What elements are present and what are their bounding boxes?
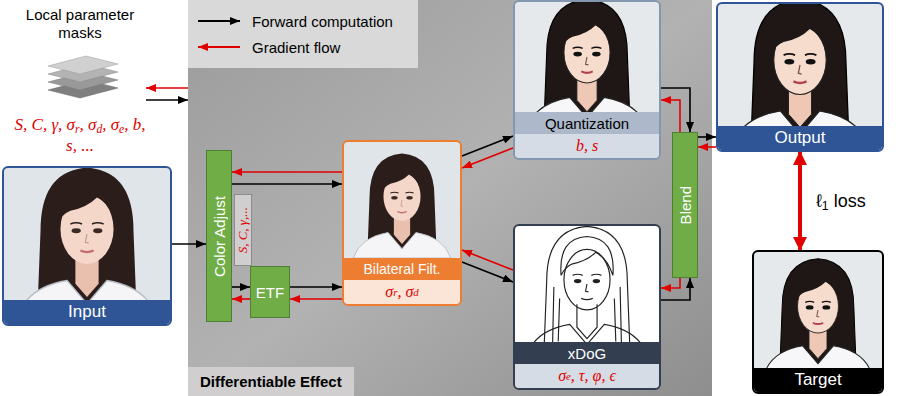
parameter-list: S, C, γ,... xyxy=(235,207,251,253)
parameter-box: S, C, γ,... xyxy=(234,194,252,266)
gradient-arrow xyxy=(462,148,513,168)
quantized-photo xyxy=(515,0,659,129)
input-photo xyxy=(4,151,170,317)
photo-area xyxy=(515,226,659,342)
output-image: Output xyxy=(716,2,884,152)
edge-label: ℓ1 loss xyxy=(814,191,868,212)
process-box: Blend xyxy=(672,132,698,278)
gradient-arrow xyxy=(290,298,342,300)
photo-area xyxy=(754,252,882,368)
forward-arrow xyxy=(462,262,513,282)
parameter-masks: Local parameter masks S, C, γ, σr, σd, σe… xyxy=(14,6,146,156)
gradient-arrow xyxy=(698,146,716,148)
mask-stack-icon xyxy=(48,56,118,98)
filter-stage: Bilateral Filt.σr, σd xyxy=(342,140,462,306)
legend-arrow xyxy=(198,20,240,22)
process-label: ETF xyxy=(256,284,284,301)
gradient-arrow xyxy=(462,250,513,270)
filter-stage: Quantizationb, s xyxy=(513,0,661,160)
gradient-arrow xyxy=(661,100,680,132)
legend-text: Gradient flow xyxy=(252,39,340,56)
panel-title: Differentiable Effect xyxy=(188,367,354,396)
legend: Forward computationGradient flow xyxy=(196,8,393,60)
masks-heading: Local parameter masks xyxy=(14,6,146,42)
forward-arrow xyxy=(290,286,342,288)
forward-arrow xyxy=(146,99,188,101)
image-label: Output xyxy=(718,126,882,150)
target-photo xyxy=(754,246,882,374)
photo-area xyxy=(515,2,659,112)
effect-panel: Differentiable Effect Color Adjust S, C, γ… xyxy=(188,0,712,396)
legend-sample xyxy=(196,41,244,53)
gradient-arrow xyxy=(661,278,680,288)
legend-text: Forward computation xyxy=(252,13,393,30)
legend-entry: Forward computation xyxy=(196,8,393,34)
legend-entry: Gradient flow xyxy=(196,34,393,60)
image-label: Target xyxy=(754,368,882,392)
process-box: Color Adjust xyxy=(206,150,232,322)
filtered-photo xyxy=(344,142,460,258)
legend-sample xyxy=(196,15,244,27)
line-drawing xyxy=(515,212,659,356)
legend-box xyxy=(188,0,418,68)
filter-stage: xDoGσe, τ, φ, ϵ xyxy=(513,224,661,390)
forward-arrow xyxy=(661,88,690,132)
stage-label: Bilateral Filt. xyxy=(344,258,460,280)
input-image: Input xyxy=(2,166,172,326)
process-label: Blend xyxy=(677,186,694,224)
process-box: ETF xyxy=(250,266,290,318)
parameter-list: σe, τ, φ, ϵ xyxy=(515,364,659,388)
forward-arrow xyxy=(232,183,342,185)
stage-label: Quantization xyxy=(515,112,659,134)
image-label: Input xyxy=(4,300,170,324)
photo-area xyxy=(344,142,460,258)
target-image: Target xyxy=(752,250,884,394)
forward-arrow xyxy=(172,243,206,245)
process-label: Color Adjust xyxy=(211,196,228,277)
gradient-arrow xyxy=(232,171,342,173)
parameter-list: b, s xyxy=(515,134,659,158)
parameter-list: S, C, γ, σr, σd, σe, b, s, ... xyxy=(14,114,146,156)
photo-area xyxy=(4,168,170,300)
parameter-list: σr, σd xyxy=(344,280,460,304)
photo-area xyxy=(718,4,882,126)
forward-arrow xyxy=(462,136,513,156)
gradient-arrow xyxy=(232,298,250,300)
gradient-arrow xyxy=(146,87,188,89)
stage-label: xDoG xyxy=(515,342,659,364)
gradient-arrow xyxy=(798,152,802,250)
forward-arrow xyxy=(698,136,716,138)
legend-arrow xyxy=(198,46,240,48)
forward-arrow xyxy=(661,278,690,300)
output-photo xyxy=(718,0,882,147)
forward-arrow xyxy=(232,286,250,288)
